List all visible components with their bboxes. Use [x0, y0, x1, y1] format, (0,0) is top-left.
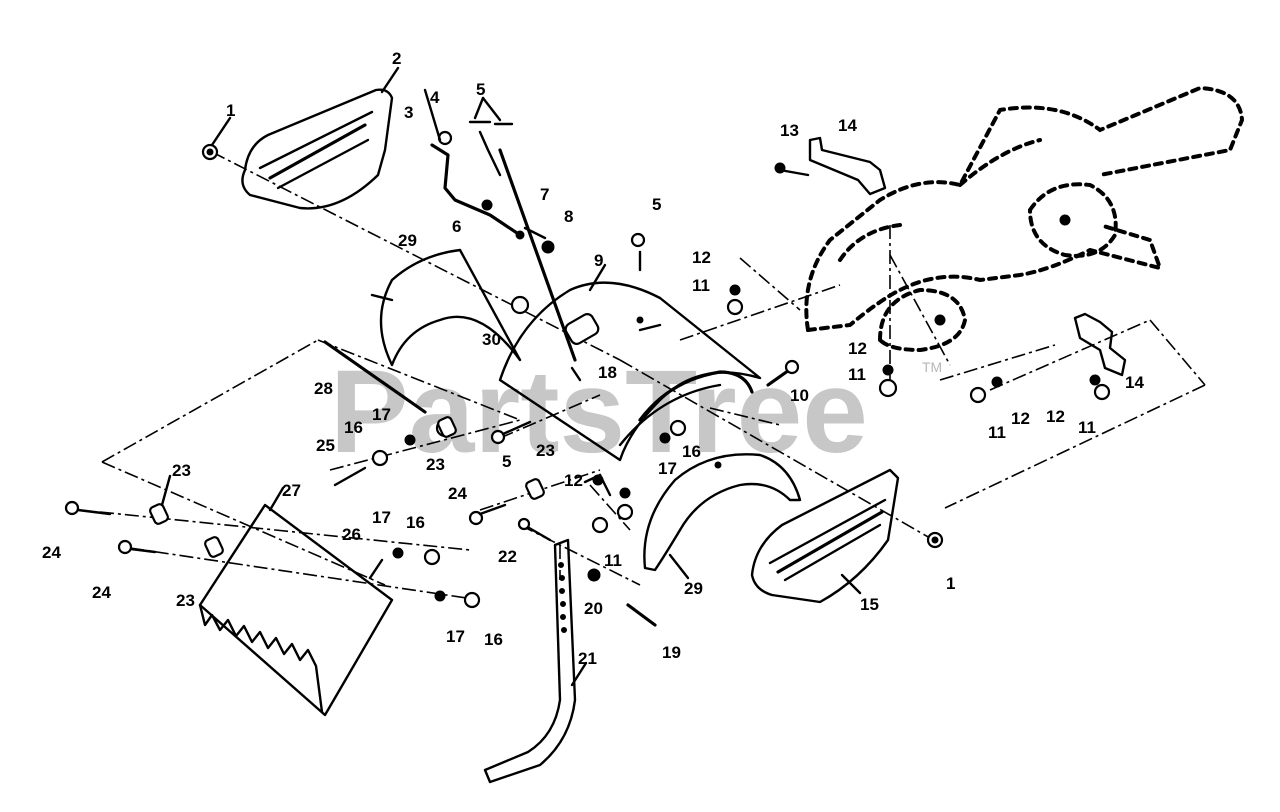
- callout-16: 16: [682, 442, 701, 461]
- callout-16: 16: [344, 418, 363, 437]
- callout-11: 11: [1078, 418, 1096, 437]
- callout-12: 12: [1046, 407, 1065, 426]
- callout-11: 11: [692, 276, 710, 295]
- callout-2: 2: [392, 49, 401, 68]
- nut-left: [201, 143, 219, 161]
- bolts: [64, 232, 800, 627]
- callout-12: 12: [692, 248, 711, 267]
- callout-1: 1: [226, 101, 235, 120]
- callout-5: 5: [476, 80, 485, 99]
- callout-16: 16: [406, 513, 425, 532]
- callout-12: 12: [848, 339, 867, 358]
- drag-bar: [198, 503, 394, 717]
- callout-27: 27: [282, 481, 301, 500]
- callout-22: 22: [498, 547, 517, 566]
- callout-12: 12: [564, 471, 583, 490]
- callout-14: 14: [1125, 373, 1144, 392]
- depth-control-linkage: [430, 120, 577, 362]
- clips: [149, 416, 545, 558]
- callout-29: 29: [684, 579, 703, 598]
- callout-16: 16: [484, 630, 503, 649]
- callout-10: 10: [790, 386, 809, 405]
- callout-7: 7: [540, 185, 549, 204]
- callout-30: 30: [482, 330, 501, 349]
- callout-11: 11: [988, 423, 1006, 442]
- callout-14: 14: [838, 116, 857, 135]
- callout-25: 25: [316, 436, 335, 455]
- callout-15: 15: [860, 595, 879, 614]
- callout-1: 1: [946, 574, 955, 593]
- callout-18: 18: [598, 363, 617, 382]
- callout-11: 11: [604, 551, 622, 570]
- callout-26: 26: [342, 525, 361, 544]
- callout-20: 20: [584, 599, 603, 618]
- leader-lines: [160, 66, 862, 687]
- watermark: PartsTree: [330, 346, 868, 478]
- hardware-washers: [371, 284, 1111, 609]
- callout-8: 8: [564, 207, 573, 226]
- callout-24: 24: [42, 543, 61, 562]
- callout-23: 23: [176, 591, 195, 610]
- nut-right: [926, 531, 944, 549]
- callout-5: 5: [652, 195, 661, 214]
- callout-23: 23: [536, 441, 555, 460]
- callout-24: 24: [92, 583, 111, 602]
- callout-19: 19: [662, 643, 681, 662]
- callout-3: 3: [404, 103, 413, 122]
- depth-bar: [483, 538, 577, 784]
- callout-13: 13: [780, 121, 799, 140]
- callout-17: 17: [446, 627, 465, 646]
- callout-11: 11: [848, 365, 866, 384]
- callout-29: 29: [398, 231, 417, 250]
- callout-17: 17: [372, 405, 391, 424]
- fender-lower: [643, 453, 802, 572]
- callout-12: 12: [1011, 409, 1030, 428]
- bracket-upper: [774, 136, 887, 196]
- callout-9: 9: [594, 251, 603, 270]
- callout-24: 24: [448, 484, 467, 503]
- watermark-trademark: TM: [922, 359, 942, 375]
- callout-17: 17: [658, 459, 677, 478]
- callout-4: 4: [430, 88, 440, 107]
- side-shield-left: [241, 88, 394, 210]
- callout-6: 6: [452, 217, 461, 236]
- tiller-frame-dotted: [804, 85, 1245, 353]
- callout-17: 17: [372, 508, 391, 527]
- fender-upper: [370, 248, 530, 367]
- side-shield-right: [750, 468, 900, 604]
- callout-23: 23: [426, 455, 445, 474]
- callout-labels: 1 2 3 4 5 5 5 6 7 8 9 10 11 11 11 11 11 …: [42, 49, 1144, 668]
- callout-28: 28: [314, 379, 333, 398]
- callout-5: 5: [502, 452, 511, 471]
- tine-hood: [498, 281, 762, 462]
- rod: [323, 340, 427, 414]
- callout-21: 21: [578, 649, 597, 668]
- callout-23: 23: [172, 461, 191, 480]
- bracket-lower: [1073, 312, 1127, 377]
